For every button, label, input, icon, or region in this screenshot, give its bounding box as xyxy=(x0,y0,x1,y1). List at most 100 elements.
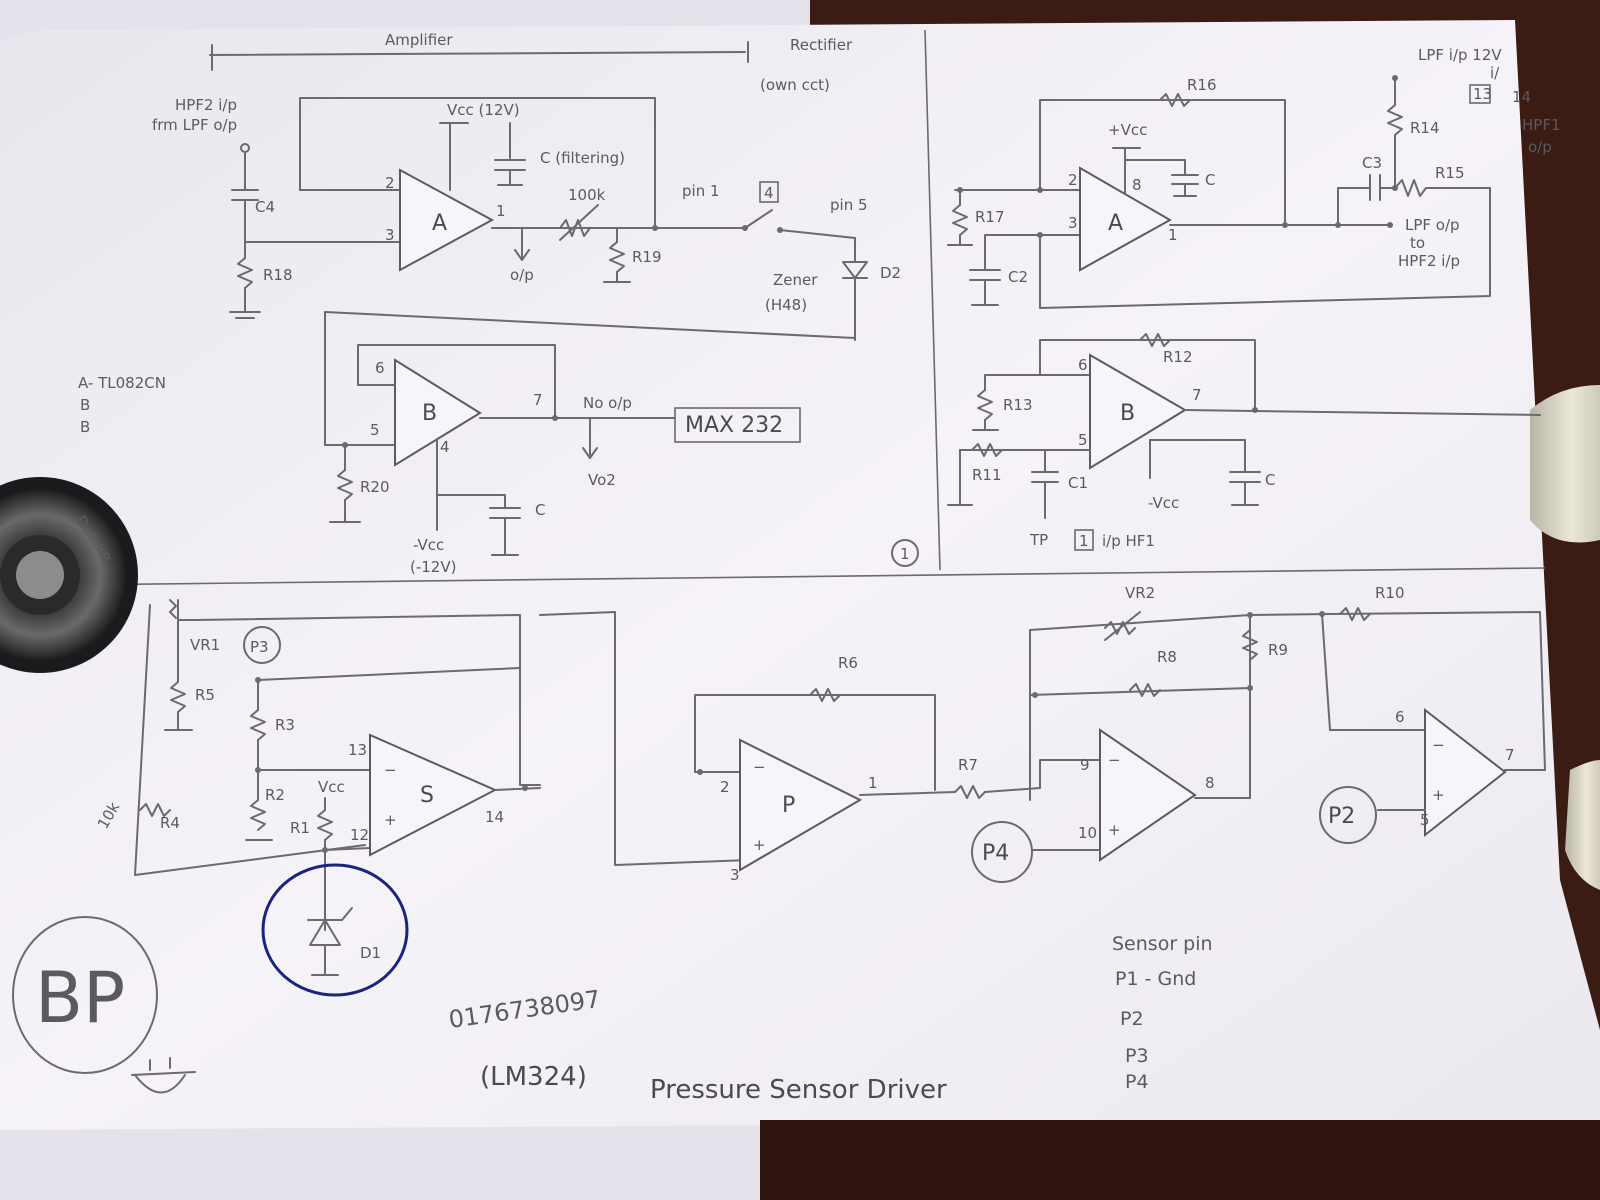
svg-text:−: − xyxy=(1108,751,1121,769)
r6-label: R6 xyxy=(838,654,858,672)
r11-resistor xyxy=(971,443,1003,457)
opamp-q xyxy=(1424,707,1507,838)
p4-label: P4 xyxy=(982,841,1009,866)
c-b-label: C xyxy=(535,501,545,519)
panel-amplifier: Amplifier Rectifier (own cct) HPF2 i/p f… xyxy=(78,31,919,576)
p2-terminal xyxy=(1319,786,1377,844)
svg-text:−: − xyxy=(1432,736,1445,754)
r10-resistor xyxy=(1339,607,1371,621)
table-bottom xyxy=(760,1120,1600,1200)
d1-circle xyxy=(261,863,409,997)
svg-text:+: + xyxy=(1108,821,1121,839)
panel-sensor-driver: VR1 R5 R4 10k P3 R3 R2 Vcc R1 S 13 xyxy=(12,584,1546,1105)
pin-6b: 6 xyxy=(1395,708,1405,726)
smiley xyxy=(134,1074,186,1094)
r2-label: R2 xyxy=(265,786,285,804)
c2-label: C2 xyxy=(1008,268,1028,286)
opamp-s xyxy=(369,733,498,857)
pin-7: 7 xyxy=(1192,386,1202,404)
opamp-p xyxy=(739,738,863,872)
r17-resistor xyxy=(952,204,968,236)
p4-terminal xyxy=(971,821,1033,883)
r16-resistor xyxy=(1159,93,1191,107)
hpf1-out-label: HPF1 xyxy=(1522,116,1561,134)
panel-filters: LPF i/p 12V i/ 13 14 HPF1 o/p R16 R14 R1… xyxy=(947,46,1561,551)
sensor-pin-p2: P2 xyxy=(1120,1008,1144,1030)
bp-circle xyxy=(12,916,158,1074)
binder-clip xyxy=(1530,385,1600,890)
r12-resistor xyxy=(1139,333,1171,347)
pin-8b: 8 xyxy=(1205,774,1215,792)
tape-roll: Deluxe xyxy=(0,477,138,673)
c1-label: C1 xyxy=(1068,474,1088,492)
vcc-label: +Vcc xyxy=(1108,121,1147,139)
pin-1: 1 xyxy=(1168,226,1178,244)
box13-label: 13 xyxy=(1473,85,1492,103)
amplifier-span-arrow xyxy=(209,51,746,56)
c-top-label: C xyxy=(1205,171,1215,189)
pin1-label: pin 1 xyxy=(682,182,720,200)
title-chip: (LM324) xyxy=(480,1062,587,1092)
sensor-pin-p4: P4 xyxy=(1125,1071,1149,1093)
sensor-pin-p1: P1 - Gnd xyxy=(1115,968,1196,990)
c3-label: C3 xyxy=(1362,154,1382,172)
opamp-b-label: B xyxy=(422,401,437,426)
chip-b-label-1: B xyxy=(80,396,90,414)
max232-label: MAX 232 xyxy=(685,413,783,438)
opamp-b2 xyxy=(1089,353,1187,470)
r17-label: R17 xyxy=(975,208,1005,226)
vcc-12v-label: Vcc (12V) xyxy=(447,101,520,119)
r8-label: R8 xyxy=(1157,648,1177,666)
r16-label: R16 xyxy=(1187,76,1217,94)
no-op-label: No o/p xyxy=(583,394,632,412)
pin5-label: pin 5 xyxy=(830,196,868,214)
svg-text:+: + xyxy=(1432,786,1445,804)
r3-resistor xyxy=(250,709,266,741)
output-a-label: o/p xyxy=(510,266,534,284)
section-rectifier-label: Rectifier xyxy=(790,36,853,54)
sensor-pin-p3: P3 xyxy=(1125,1045,1149,1067)
hpf2-input-label: HPF2 i/p xyxy=(175,96,237,114)
svg-text:−: − xyxy=(753,758,766,776)
vr2-label: VR2 xyxy=(1125,584,1155,602)
box4-label: 4 xyxy=(764,184,774,202)
fold-vertical xyxy=(924,29,941,571)
pin-5: 5 xyxy=(1078,431,1088,449)
pin-8: 8 xyxy=(1132,176,1142,194)
r14-label: R14 xyxy=(1410,119,1440,137)
switch xyxy=(744,209,773,229)
r7-label: R7 xyxy=(958,756,978,774)
r13-label: R13 xyxy=(1003,396,1033,414)
neg-vcc-label: -Vcc xyxy=(413,536,444,554)
svg-text:+: + xyxy=(384,811,397,829)
pot-100k-label: 100k xyxy=(568,186,606,204)
opamp-b xyxy=(394,358,482,467)
zener-d2 xyxy=(842,261,868,279)
pin-10: 10 xyxy=(1078,824,1097,842)
r15-resistor xyxy=(1394,179,1427,197)
pin-6: 6 xyxy=(1078,356,1088,374)
c4-label: C4 xyxy=(255,198,275,216)
r5-label: R5 xyxy=(195,686,215,704)
pin-b5: 5 xyxy=(370,421,380,439)
vcc-sensor-label: Vcc xyxy=(318,778,345,796)
title-label: Pressure Sensor Driver xyxy=(650,1075,947,1105)
opamp-p-label: P xyxy=(782,793,795,818)
d1-label: D1 xyxy=(360,944,381,962)
d2-label: D2 xyxy=(880,264,901,282)
r18-label: R18 xyxy=(263,266,293,284)
hpf1-out-label-2: o/p xyxy=(1528,138,1552,156)
opamp-a xyxy=(399,168,495,272)
r18-resistor xyxy=(237,257,253,289)
chip-a-label: A- TL082CN xyxy=(78,374,166,392)
vo2-label: Vo2 xyxy=(588,471,616,489)
tp-input-label: i/p HF1 xyxy=(1102,532,1155,550)
r11-label: R11 xyxy=(972,466,1002,484)
pin-5b: 5 xyxy=(1420,811,1430,829)
pin-a2: 2 xyxy=(385,174,395,192)
r8-resistor xyxy=(1129,683,1161,697)
sensor-pin-heading: Sensor pin xyxy=(1112,933,1213,955)
max232-box xyxy=(674,407,801,443)
opamp-r xyxy=(1099,728,1197,862)
lpf-out-label-3: HPF2 i/p xyxy=(1398,252,1460,270)
